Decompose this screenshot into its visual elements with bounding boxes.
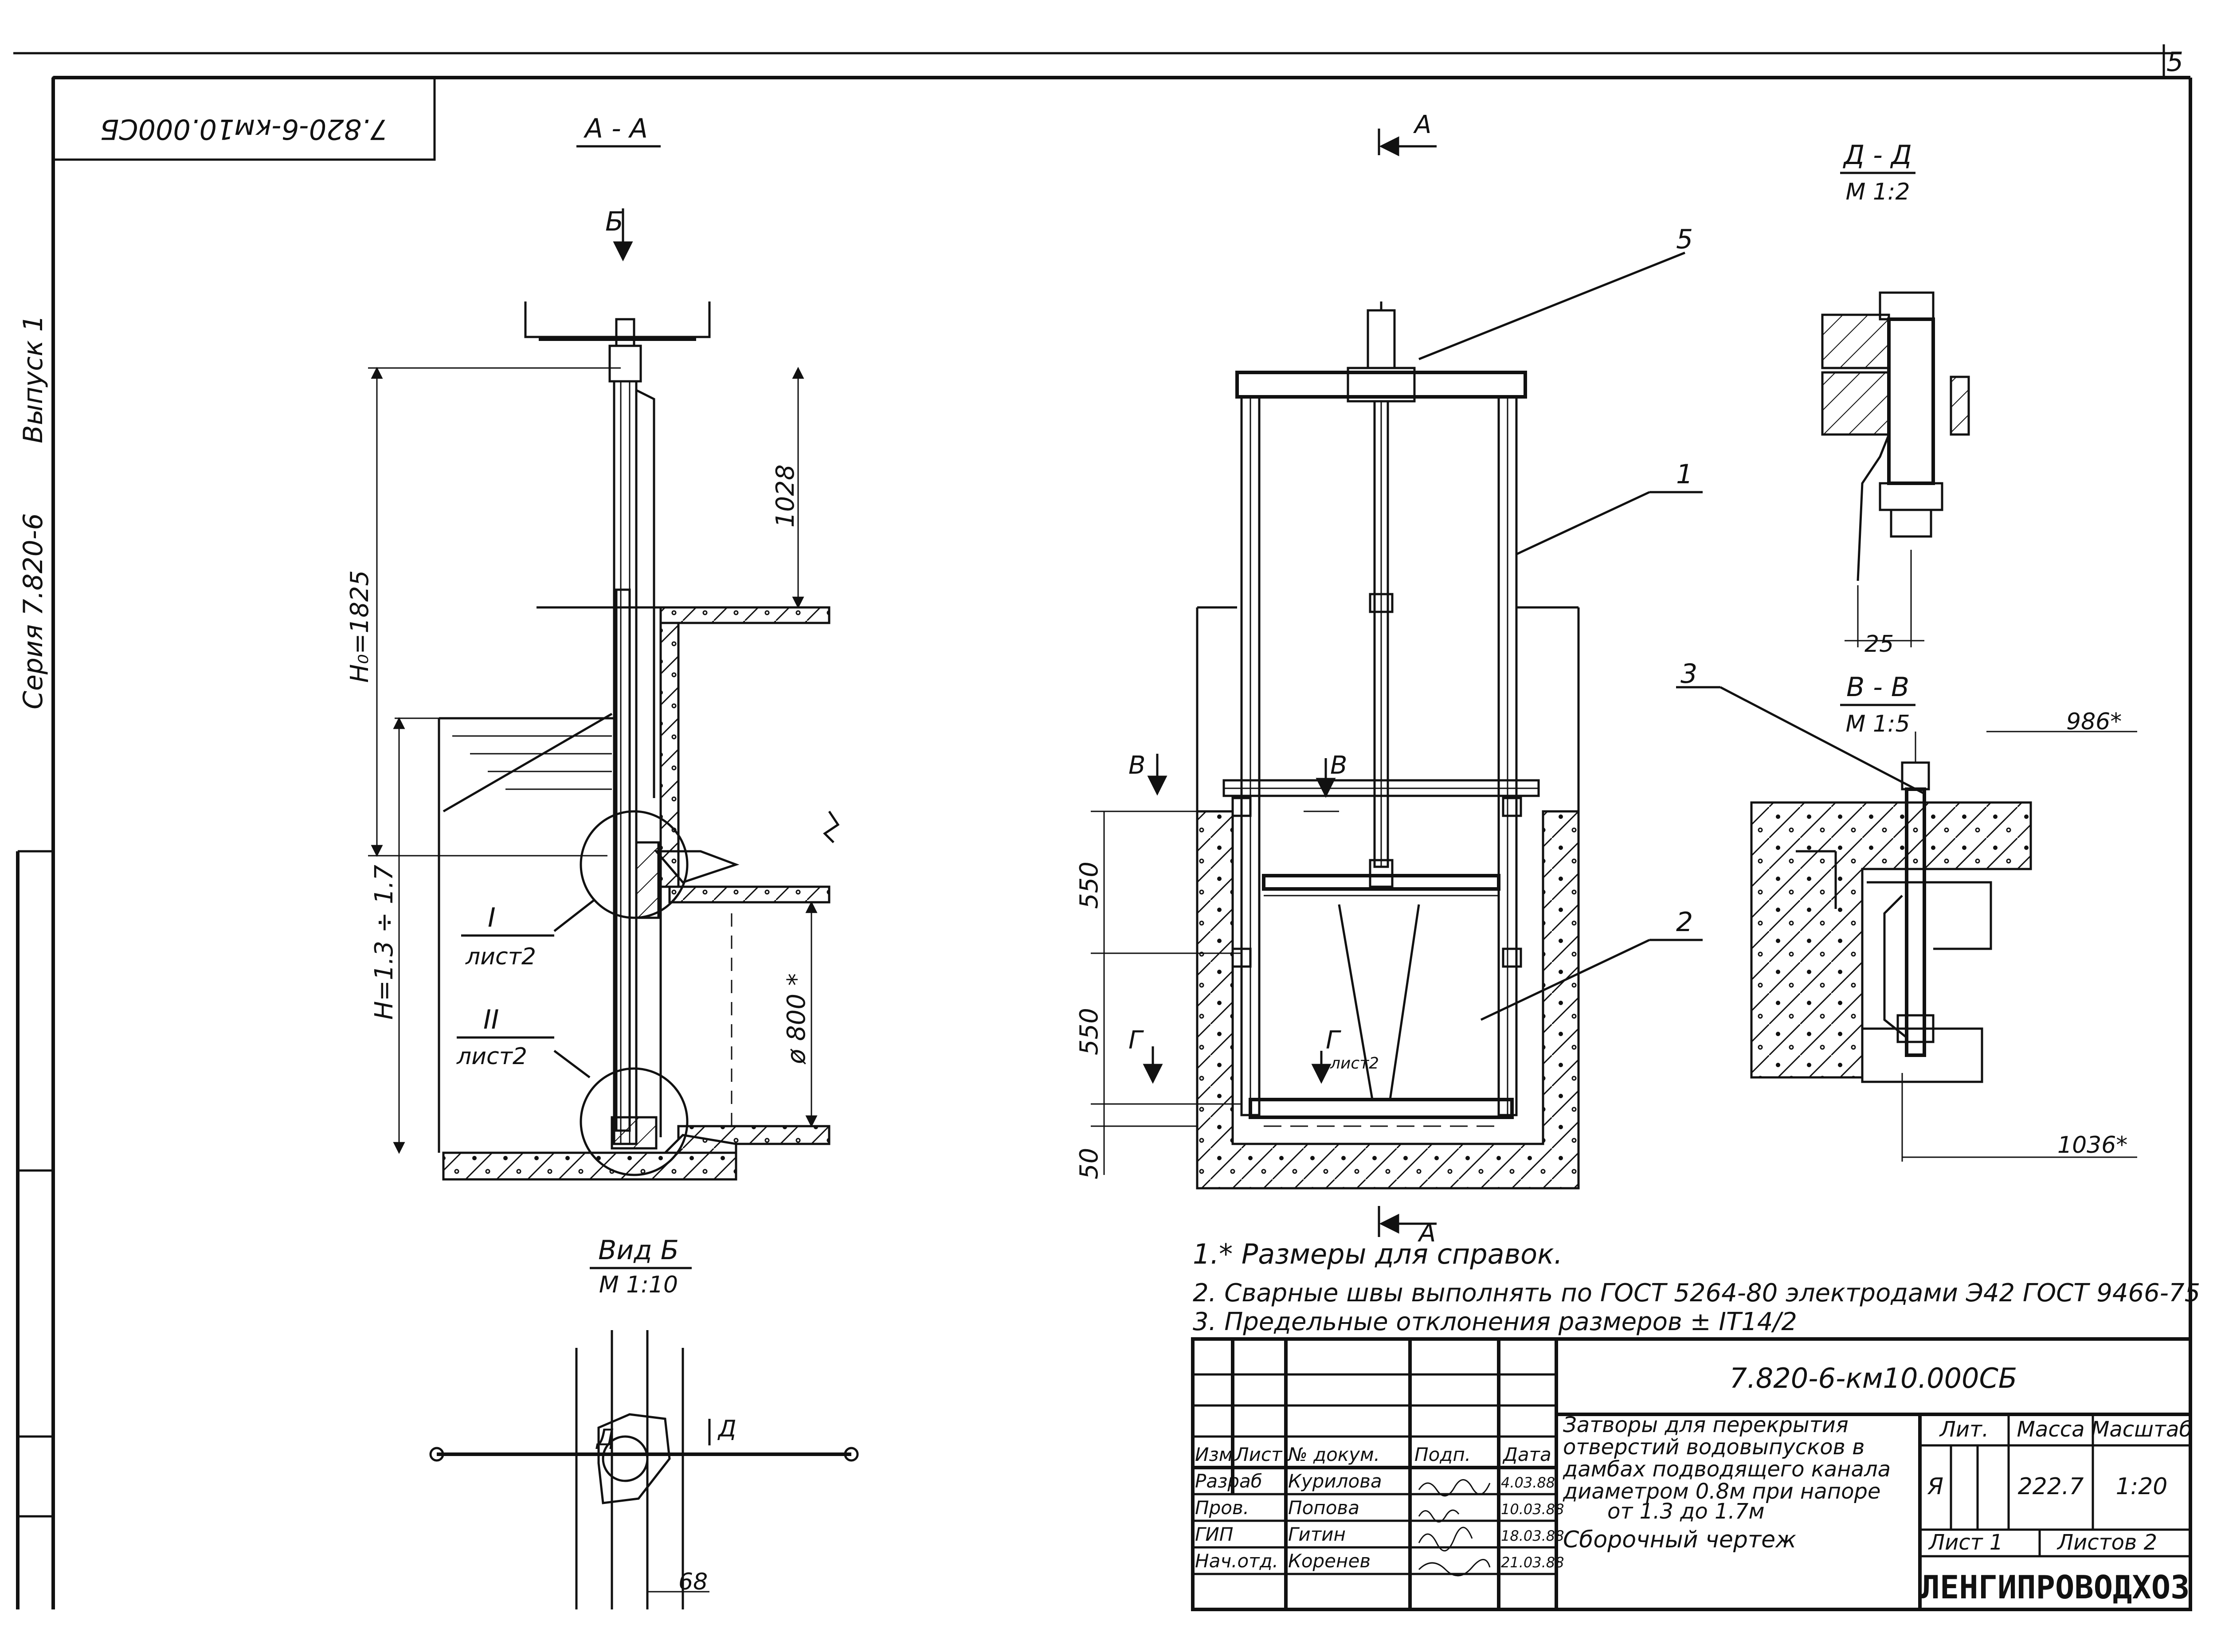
tb-hdr-date: Дата	[1502, 1444, 1551, 1465]
view-b-title: Вид Б	[598, 1235, 679, 1266]
callout-1: I	[488, 902, 496, 933]
tb-hdr-doc: № докум.	[1287, 1444, 1380, 1465]
dim-986: 986*	[2066, 709, 2122, 735]
note-3: 3. Предельные отклонения размеров ± IT14…	[1193, 1308, 1797, 1336]
tb-name-0: Курилова	[1288, 1470, 1382, 1492]
tb-date-0: 4.03.88	[1501, 1474, 1555, 1491]
section-aa: А - А Б	[345, 113, 840, 1181]
cut-d1: Д	[595, 1425, 615, 1451]
tb-role-1: Пров.	[1195, 1497, 1249, 1519]
tb-doc-type: Сборочный чертеж	[1563, 1527, 1796, 1553]
dim-550b: 550	[1075, 1008, 1104, 1055]
tb-date-1: 10.03.88	[1501, 1501, 1564, 1518]
pos-1: 1	[1676, 459, 1693, 490]
tb-lit-label: Лит.	[1939, 1417, 1989, 1442]
tb-scale-value: 1:20	[2116, 1473, 2168, 1500]
section-vv-title: В - В	[1846, 672, 1909, 703]
tb-scale-label: Масштаб	[2091, 1417, 2192, 1442]
tb-hdr-izm: Изм	[1195, 1444, 1233, 1465]
tb-org: ЛЕНГИПРОВОДХОЗ	[1921, 1569, 2190, 1606]
tb-role-0: Разраб	[1195, 1470, 1262, 1492]
tb-code: 7.820-6-км10.000СБ	[1730, 1362, 2017, 1394]
dim-550a: 550	[1075, 861, 1104, 909]
dim-25: 25	[1864, 631, 1894, 658]
stamp-code-mirrored: 7.820-6-км10.000СБ	[100, 113, 388, 145]
sheet-number: 5	[2166, 47, 2183, 78]
view-b: Вид Б М 1:10 Д Д 68	[429, 1235, 859, 1609]
tb-lit-value: Я	[1927, 1473, 1943, 1500]
tb-name-2: Гитин	[1288, 1523, 1346, 1545]
dim-h: H=1.3 ÷ 1.7	[370, 865, 399, 1020]
arrow-b-label: Б	[605, 206, 623, 237]
tb-hdr-sign: Подп.	[1414, 1444, 1471, 1465]
side-issue: Выпуск 1	[18, 315, 49, 443]
tb-sheets-label: Листов 2	[2056, 1530, 2157, 1555]
cut-d2: Д	[717, 1416, 736, 1442]
dim-d800: ø 800 *	[782, 973, 811, 1065]
title-block	[1191, 1337, 2192, 1611]
note-1: 1.* Размеры для справок.	[1193, 1238, 1563, 1270]
cut-g-mid: Г	[1326, 1026, 1341, 1055]
dim-h0: H₀=1825	[345, 570, 374, 683]
tb-date-3: 21.03.88	[1501, 1554, 1564, 1571]
pos-2: 2	[1676, 907, 1693, 938]
tb-sheet-label: Лист 1	[1928, 1530, 2003, 1555]
cut-a-top: А	[1413, 110, 1431, 139]
pos-3: 3	[1680, 658, 1697, 689]
dim-50: 50	[1075, 1148, 1104, 1179]
callout-2-sheet: лист2	[456, 1043, 527, 1070]
tb-mass-label: Масса	[2017, 1417, 2084, 1442]
tb-title-4: от 1.3 до 1.7м	[1607, 1499, 1765, 1524]
tb-hdr-list: Лист	[1234, 1444, 1283, 1465]
view-b-scale: М 1:10	[599, 1272, 678, 1298]
section-dd-scale: М 1:2	[1845, 179, 1910, 205]
section-vv: В - В М 1:5 3 986* 1036*	[1676, 658, 2137, 1162]
cut-v-left: В	[1128, 751, 1145, 780]
sheet-frame	[13, 44, 2192, 1609]
dim-68: 68	[678, 1569, 708, 1595]
dim-1036: 1036*	[2057, 1132, 2127, 1159]
side-series: Серия 7.820-6	[18, 513, 49, 709]
tb-mass-value: 222.7	[2018, 1473, 2084, 1500]
callout-2: II	[483, 1004, 499, 1035]
cut-v-mid: В	[1330, 751, 1347, 780]
section-vv-scale: М 1:5	[1845, 711, 1910, 737]
cut-g-left: Г	[1128, 1026, 1144, 1055]
tb-role-3: Нач.отд.	[1195, 1550, 1278, 1572]
note-2: 2. Сварные швы выполнять по ГОСТ 5264-80…	[1193, 1279, 2200, 1308]
section-dd-title: Д - Д	[1842, 140, 1912, 171]
section-dd: Д - Д М 1:2 25	[1821, 140, 1970, 658]
section-aa-title: А - А	[583, 113, 648, 144]
tb-date-2: 18.03.88	[1501, 1527, 1564, 1544]
pos-5: 5	[1676, 224, 1693, 255]
cut-g-sheet: лист2	[1330, 1054, 1379, 1073]
tb-name-1: Попова	[1288, 1497, 1359, 1519]
tb-title-1: отверстий водовыпусков в	[1563, 1435, 1864, 1460]
notes: 1.* Размеры для справок. 2. Сварные швы …	[1193, 1238, 2200, 1336]
signatures	[1418, 1479, 1491, 1577]
tb-title-2: дамбах подводящего канала	[1563, 1457, 1891, 1482]
tb-name-3: Коренев	[1288, 1550, 1371, 1572]
tb-title-3: диаметром 0.8м при напоре	[1563, 1479, 1880, 1504]
tb-role-2: ГИП	[1195, 1523, 1233, 1545]
front-view: А 5 1	[1075, 110, 1703, 1248]
tb-title-0: Затворы для перекрытия	[1563, 1413, 1849, 1437]
callout-1-sheet: лист2	[465, 943, 536, 970]
dim-1028: 1028	[771, 464, 800, 528]
